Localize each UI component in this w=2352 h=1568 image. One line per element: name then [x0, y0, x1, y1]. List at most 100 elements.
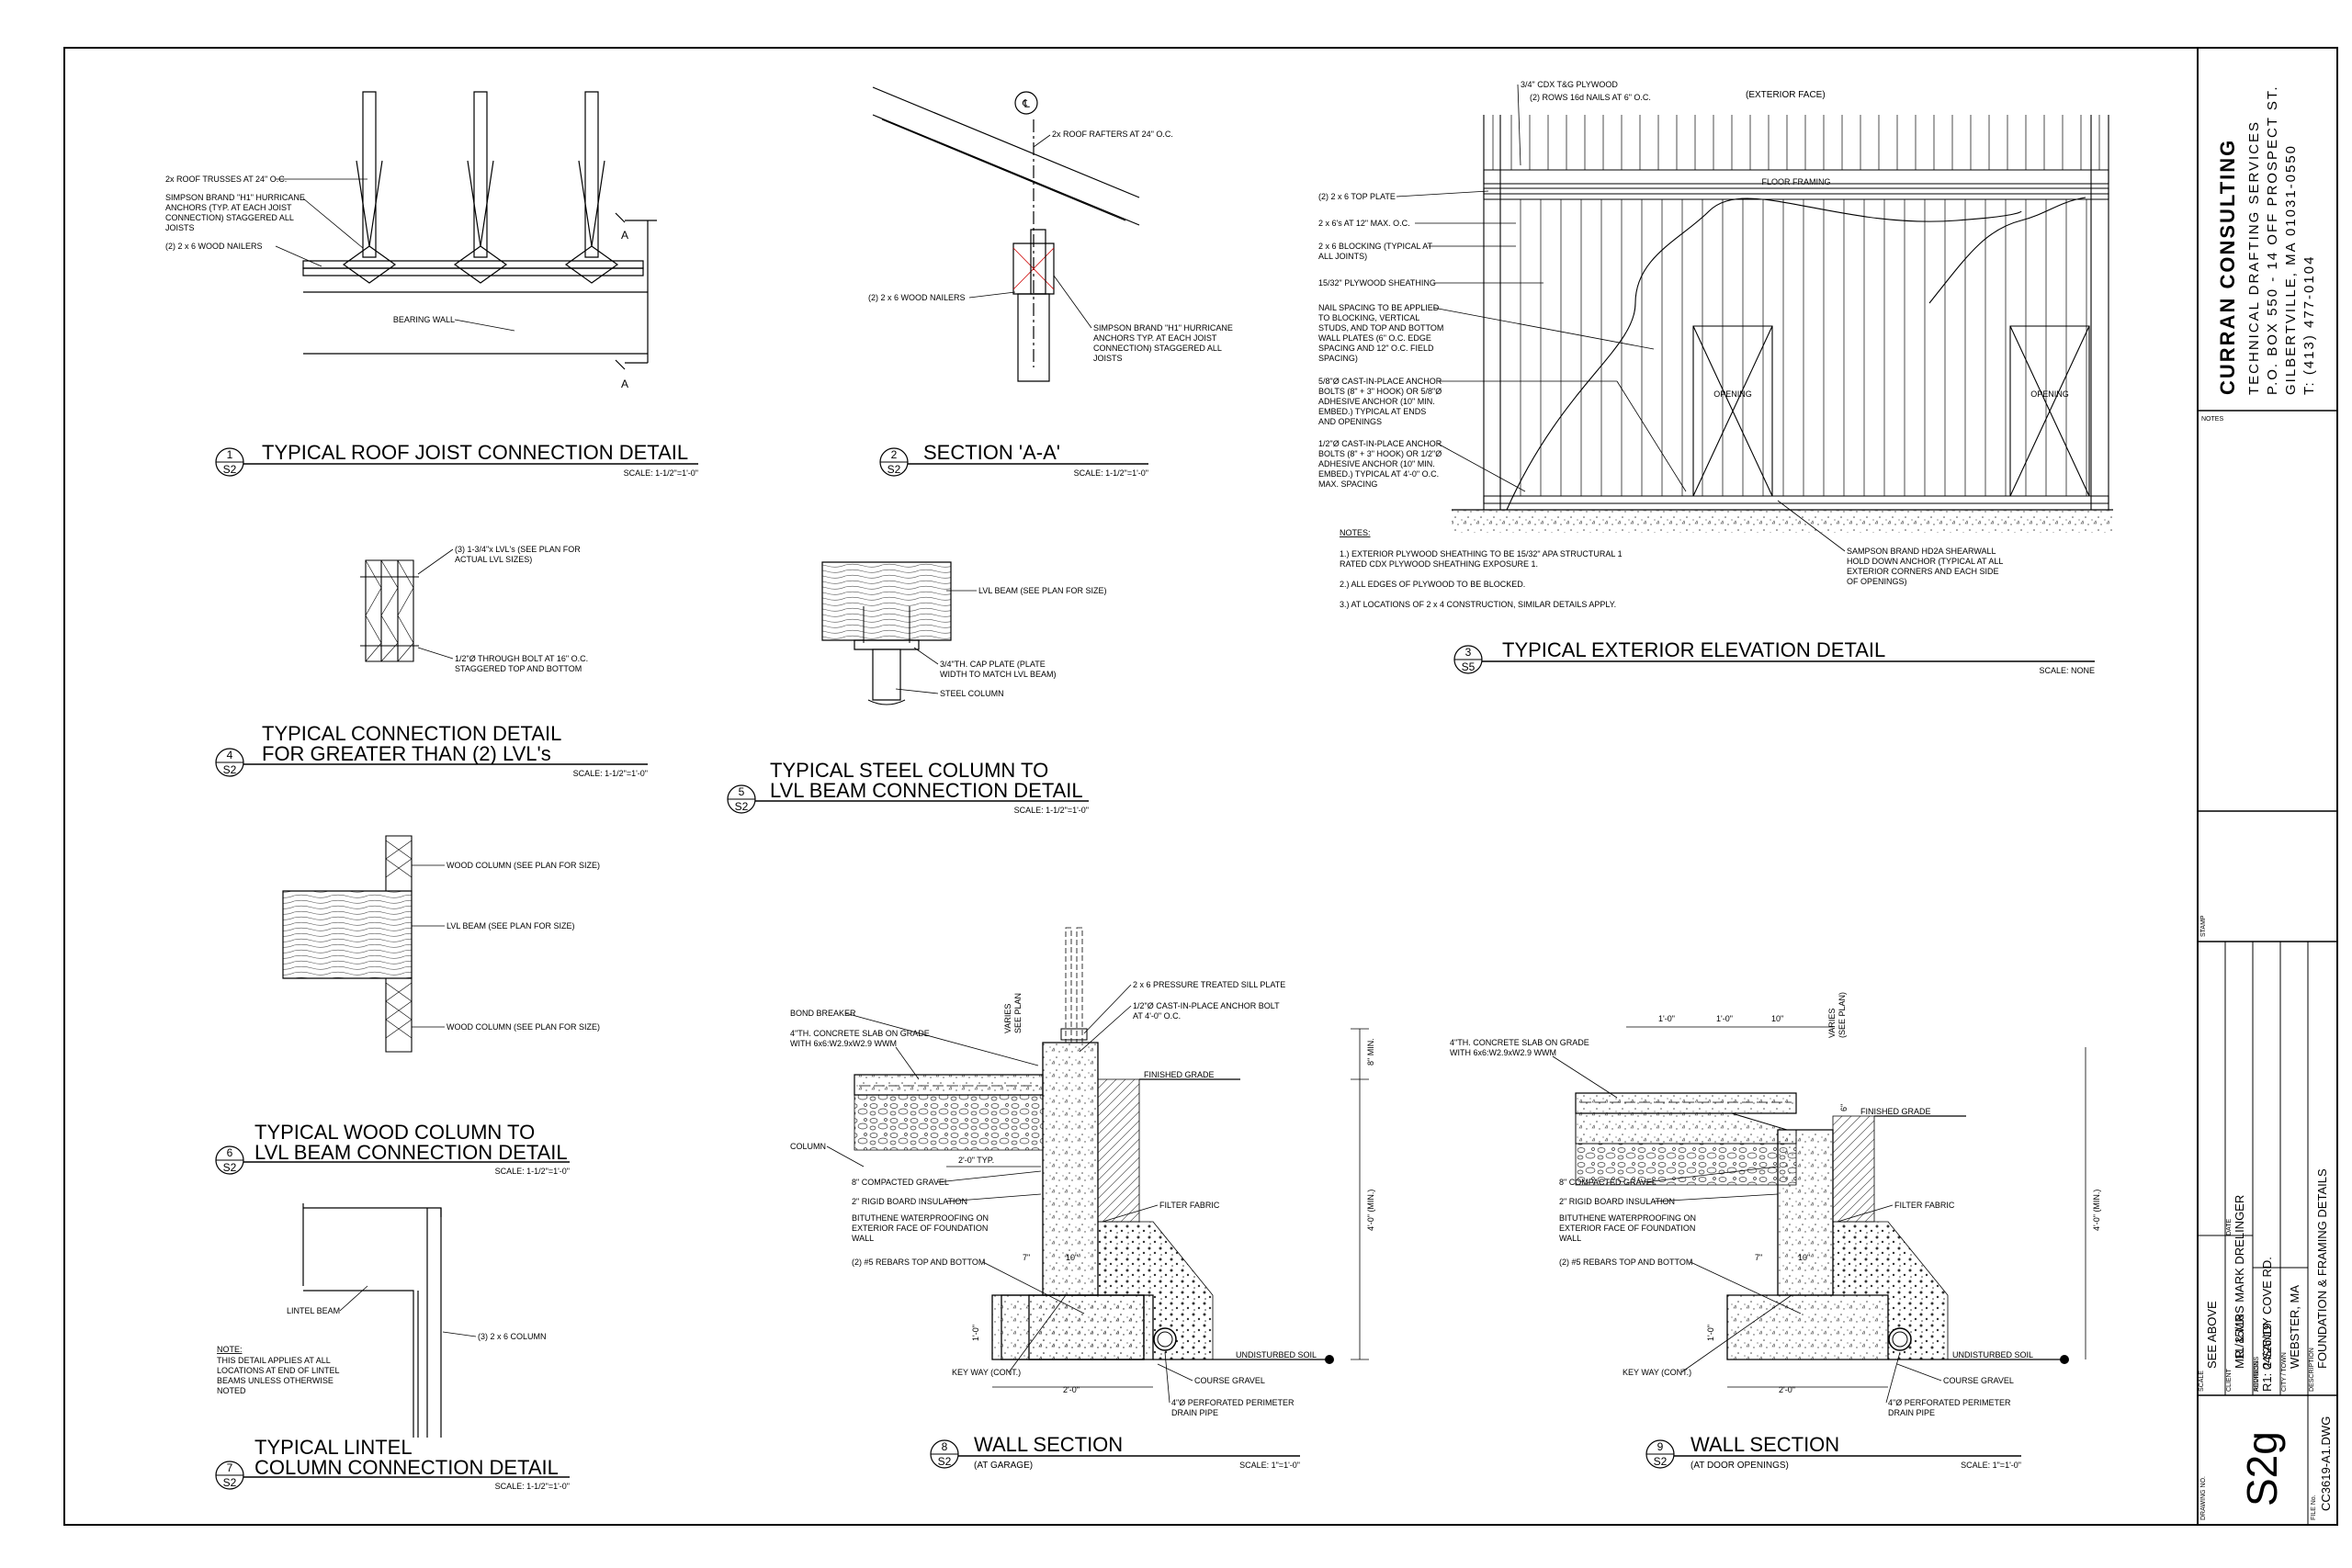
- d3-opening-1: OPENING: [1713, 389, 1752, 399]
- date-value: 11/15/18: [2233, 1314, 2246, 1359]
- d9-rigid: 2" RIGID BOARD INSULATION: [1559, 1197, 1675, 1206]
- d3-floor-framing: FLOOR FRAMING: [1761, 177, 1830, 186]
- d3-left-note-4d: WALL PLATES (6" O.C. EDGE: [1318, 333, 1431, 343]
- d3-scale: SCALE: NONE: [2039, 666, 2095, 675]
- notes-label: NOTES: [2201, 416, 2223, 423]
- d6-number: 6: [227, 1146, 233, 1159]
- d8-title-block: 8 S2 WALL SECTION (AT GARAGE) SCALE: 1"=…: [931, 1433, 1300, 1471]
- d5-number: 5: [739, 785, 745, 798]
- d8-varies-1: VARIES: [1003, 1004, 1012, 1033]
- detail-5-steel-column: LVL BEAM (SEE PLAN FOR SIZE) 3/4"TH. CAP…: [728, 562, 1107, 815]
- d1-note-4: CONNECTION) STAGGERED ALL: [165, 213, 294, 222]
- d7-note-4: NOTED: [217, 1386, 246, 1395]
- d8-bit-2: EXTERIOR FACE OF FOUNDATION: [852, 1224, 988, 1233]
- d8-one-zero: 1'-0": [971, 1325, 980, 1341]
- d8-sheet: S2: [938, 1455, 952, 1468]
- d9-scale: SCALE: 1"=1'-0": [1961, 1461, 2021, 1470]
- d7-sheet: S2: [223, 1476, 237, 1489]
- d3-left-note-6d: EMBED.) TYPICAL AT 4'-0" O.C.: [1318, 469, 1439, 479]
- d9-two-zero: 2'-0": [1779, 1385, 1795, 1394]
- d1-note-5: JOISTS: [165, 223, 195, 232]
- detail-9-wall-section-door: 4"TH. CONCRETE SLAB ON GRADE WITH 6x6:W2…: [1450, 992, 2101, 1471]
- d7-note-2: LOCATIONS AT END OF LINTEL: [217, 1366, 340, 1375]
- d3-left-note-1: 2 x 6's AT 12" MAX. O.C.: [1318, 219, 1410, 228]
- d2-title: SECTION 'A-A': [923, 441, 1060, 464]
- d2-centerline: ℄: [1022, 97, 1030, 110]
- d3-title-block: 3 S5 TYPICAL EXTERIOR ELEVATION DETAIL S…: [1454, 638, 2095, 675]
- d8-bolt-2: AT 4'-0" O.C.: [1133, 1011, 1181, 1021]
- d1-bearing-wall: BEARING WALL: [393, 315, 455, 324]
- d9-title: WALL SECTION: [1690, 1433, 1839, 1456]
- d9-course: COURSE GRAVEL: [1943, 1376, 2014, 1385]
- d3-notes-heading: NOTES:: [1340, 528, 1371, 537]
- d3-number: 3: [1465, 646, 1472, 659]
- d7-note-3: BEAMS UNLESS OTHERWISE: [217, 1376, 334, 1385]
- d8-drain-2: DRAIN PIPE: [1171, 1408, 1218, 1417]
- d3-holddown-4: OF OPENINGS): [1847, 577, 1907, 586]
- d2-scale: SCALE: 1-1/2"=1'-0": [1074, 468, 1148, 478]
- d3-left-note-6e: MAX. SPACING: [1318, 479, 1377, 489]
- d8-filter: FILTER FABRIC: [1159, 1201, 1220, 1210]
- date-label: DATE: [2226, 1219, 2233, 1235]
- d4-note2-a: 1/2"Ø THROUGH BOLT AT 16" O.C.: [455, 654, 588, 663]
- d4-number: 4: [227, 749, 233, 761]
- d1-number: 1: [227, 448, 233, 461]
- d2-anchor-3: CONNECTION) STAGGERED ALL: [1093, 344, 1222, 353]
- d4-title-1: TYPICAL CONNECTION DETAIL: [262, 722, 561, 745]
- d1-note-6: (2) 2 x 6 WOOD NAILERS: [165, 242, 263, 251]
- d9-finished-grade: FINISHED GRADE: [1860, 1107, 1931, 1116]
- d9-number: 9: [1657, 1440, 1664, 1453]
- firm-line-3: GILBERTVILLE, MA 01031-0550: [2283, 144, 2299, 395]
- d8-keyway: KEY WAY (CONT.): [952, 1368, 1021, 1377]
- desc-value: FOUNDATION & FRAMING DETAILS: [2315, 1168, 2329, 1369]
- d3-sheet: S5: [1462, 660, 1476, 673]
- d3-left-note-5a: 5/8"Ø CAST-IN-PLACE ANCHOR: [1318, 377, 1442, 386]
- d9-dim-1: 1'-0": [1658, 1014, 1675, 1023]
- d2-anchor-4: JOISTS: [1093, 354, 1123, 363]
- d7-column: (3) 2 x 6 COLUMN: [478, 1332, 547, 1341]
- d8-eight-min: 8" MIN.: [1366, 1038, 1375, 1066]
- d9-varies-1: VARIES: [1827, 1009, 1837, 1038]
- d9-subtitle: (AT DOOR OPENINGS): [1690, 1461, 1789, 1471]
- d8-column: COLUMN: [790, 1142, 826, 1151]
- d9-bit-1: BITUTHENE WATERPROOFING ON: [1559, 1213, 1696, 1223]
- detail-6-wood-column: WOOD COLUMN (SEE PLAN FOR SIZE) LVL BEAM…: [216, 836, 600, 1176]
- d6-col-bottom: WOOD COLUMN (SEE PLAN FOR SIZE): [447, 1022, 600, 1032]
- d1-note-2: SIMPSON BRAND "H1" HURRICANE: [165, 193, 305, 202]
- d9-drain-2: DRAIN PIPE: [1888, 1408, 1935, 1417]
- d3-left-note-2a: 2 x 6 BLOCKING (TYPICAL AT: [1318, 242, 1433, 251]
- d2-rafters: 2x ROOF RAFTERS AT 24" O.C.: [1052, 130, 1173, 139]
- d3-left-note-4c: STUDS, AND TOP AND BOTTOM: [1318, 323, 1443, 333]
- d3-left-note-5c: ADHESIVE ANCHOR (10" MIN.: [1318, 397, 1435, 406]
- d4-note2-b: STAGGERED TOP AND BOTTOM: [455, 664, 582, 673]
- drawing-label: DRAWING NO.: [2200, 1476, 2207, 1520]
- d6-title-block: 6 S2 TYPICAL WOOD COLUMN TO LVL BEAM CON…: [216, 1121, 570, 1176]
- d8-finished-grade: FINISHED GRADE: [1144, 1070, 1215, 1079]
- d1-cut-a-bottom: A: [621, 378, 628, 390]
- d3-left-note-6a: 1/2"Ø CAST-IN-PLACE ANCHOR: [1318, 439, 1442, 448]
- d5-sheet: S2: [735, 800, 749, 813]
- client-value: MR. & MRS MARK DRELINGER: [2233, 1195, 2246, 1369]
- sheet-number: S2g: [2238, 1431, 2286, 1506]
- d1-title: TYPICAL ROOF JOIST CONNECTION DETAIL: [262, 441, 688, 464]
- d3-title: TYPICAL EXTERIOR ELEVATION DETAIL: [1502, 638, 1885, 661]
- d6-beam: LVL BEAM (SEE PLAN FOR SIZE): [447, 921, 575, 931]
- d8-sill: 2 x 6 PRESSURE TREATED SILL PLATE: [1133, 980, 1285, 989]
- d6-scale: SCALE: 1-1/2"=1'-0": [495, 1167, 570, 1176]
- d8-title: WALL SECTION: [974, 1433, 1123, 1456]
- detail-4-lvl-connection: (3) 1-3/4"x LVL's (SEE PLAN FOR ACTUAL L…: [216, 545, 648, 778]
- d9-slab-1: 4"TH. CONCRETE SLAB ON GRADE: [1450, 1038, 1589, 1047]
- d5-scale: SCALE: 1-1/2"=1'-0": [1014, 806, 1089, 815]
- title-block: CURRAN CONSULTING TECHNICAL DRAFTING SER…: [2198, 48, 2337, 1525]
- d9-dim-2: 1'-0": [1716, 1014, 1733, 1023]
- d5-column: STEEL COLUMN: [940, 689, 1004, 698]
- d3-note-2: 2.) ALL EDGES OF PLYWOOD TO BE BLOCKED.: [1340, 580, 1525, 589]
- d8-subtitle: (AT GARAGE): [974, 1461, 1033, 1471]
- d9-dim-3: 10": [1771, 1014, 1783, 1023]
- d1-note-1: 2x ROOF TRUSSES AT 24" O.C.: [165, 175, 287, 184]
- scale-value: SEE ABOVE: [2205, 1301, 2219, 1369]
- d2-title-block: 2 S2 SECTION 'A-A' SCALE: 1-1/2"=1'-0": [880, 441, 1148, 478]
- d9-keyway: KEY WAY (CONT.): [1623, 1368, 1691, 1377]
- d8-ten: 10": [1066, 1253, 1078, 1262]
